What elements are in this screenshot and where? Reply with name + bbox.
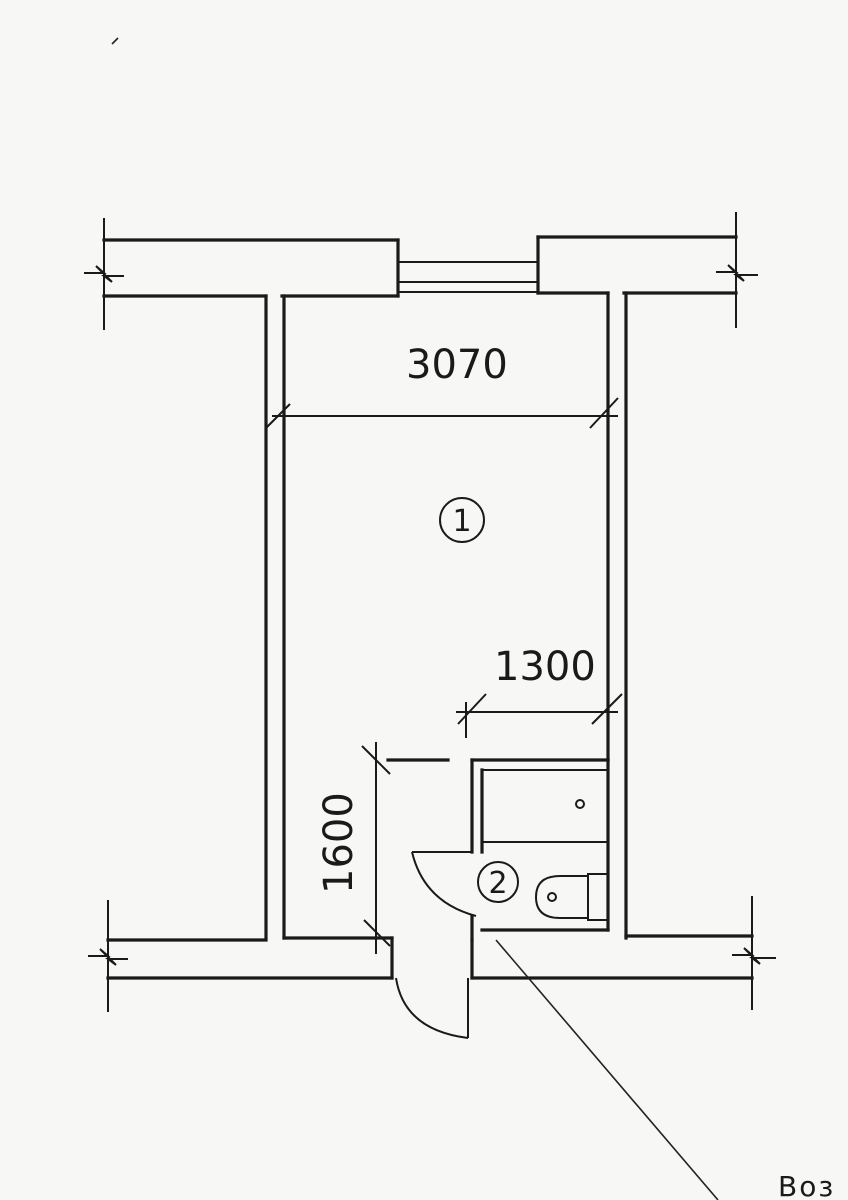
bottom-wall [88, 896, 776, 1012]
bathroom-block [386, 758, 610, 942]
bathroom-door [411, 851, 477, 917]
bathtub-drain [575, 799, 585, 809]
bathtub [481, 769, 609, 843]
dimension-room-width [265, 397, 619, 429]
dimension-bath-width-label: 1300 [494, 644, 596, 690]
callout-label: Воз [778, 1170, 835, 1200]
room-mark-1: 1 [439, 497, 485, 543]
dimension-corridor-length-label: 1600 [316, 792, 362, 894]
window [396, 235, 540, 298]
dimension-bath-width [456, 693, 623, 738]
dimension-corridor-length [361, 742, 391, 954]
entrance-door [395, 977, 469, 1039]
top-wall [84, 212, 758, 330]
room-mark-2: 2 [477, 861, 519, 903]
toilet [534, 873, 609, 921]
right-wall [606, 291, 628, 940]
svg-text:1: 1 [452, 504, 471, 539]
dimension-room-width-label: 3070 [406, 342, 508, 388]
left-wall [264, 294, 286, 940]
callout-leader [495, 939, 719, 1200]
svg-text:2: 2 [488, 866, 507, 901]
stray-mark [111, 37, 119, 45]
